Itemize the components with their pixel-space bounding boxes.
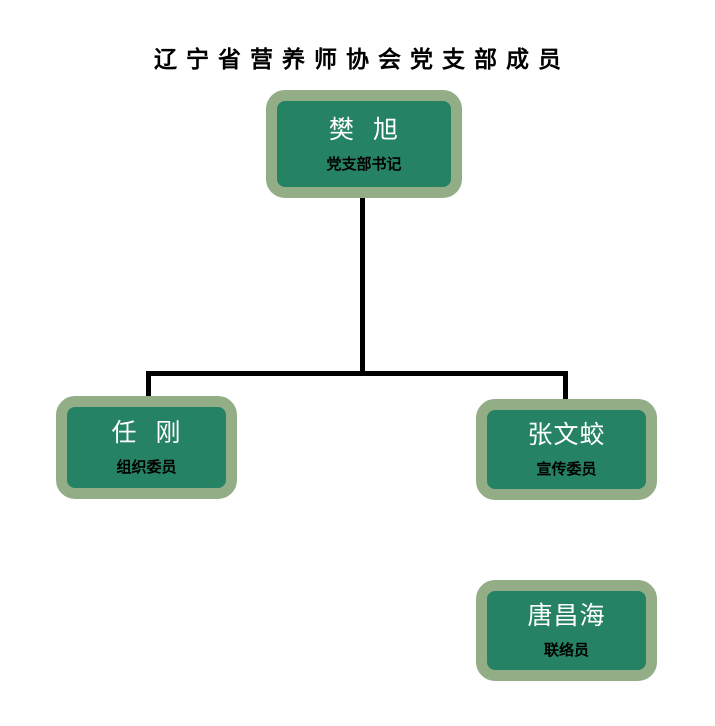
- org-node-name: 唐昌海: [527, 601, 606, 630]
- org-node-name: 任 刚: [111, 418, 182, 447]
- connector-drop-left: [146, 371, 151, 399]
- org-node-publicity-officer[interactable]: 张文蛟 宣传委员: [476, 399, 657, 500]
- connector-trunk-vertical: [360, 198, 365, 375]
- connector-crossbar-horizontal: [146, 371, 568, 376]
- org-node-content: 张文蛟 宣传委员: [487, 420, 646, 479]
- org-node-content: 任 刚 组织委员: [67, 418, 226, 477]
- org-node-content: 唐昌海 联络员: [487, 601, 646, 660]
- org-node-liaison-officer[interactable]: 唐昌海 联络员: [476, 580, 657, 681]
- org-node-role: 党支部书记: [326, 154, 402, 173]
- org-node-party-secretary[interactable]: 樊 旭 党支部书记: [266, 90, 462, 198]
- page-title: 辽宁省营养师协会党支部成员: [154, 47, 570, 73]
- org-node-content: 樊 旭 党支部书记: [277, 115, 451, 174]
- org-node-name: 张文蛟: [527, 420, 606, 449]
- org-node-organization-officer[interactable]: 任 刚 组织委员: [56, 396, 237, 499]
- org-node-role: 宣传委员: [536, 460, 597, 478]
- org-node-role: 组织委员: [116, 458, 177, 476]
- connector-drop-right: [563, 371, 568, 402]
- org-node-role: 联络员: [543, 641, 589, 659]
- org-node-name: 樊 旭: [329, 114, 399, 144]
